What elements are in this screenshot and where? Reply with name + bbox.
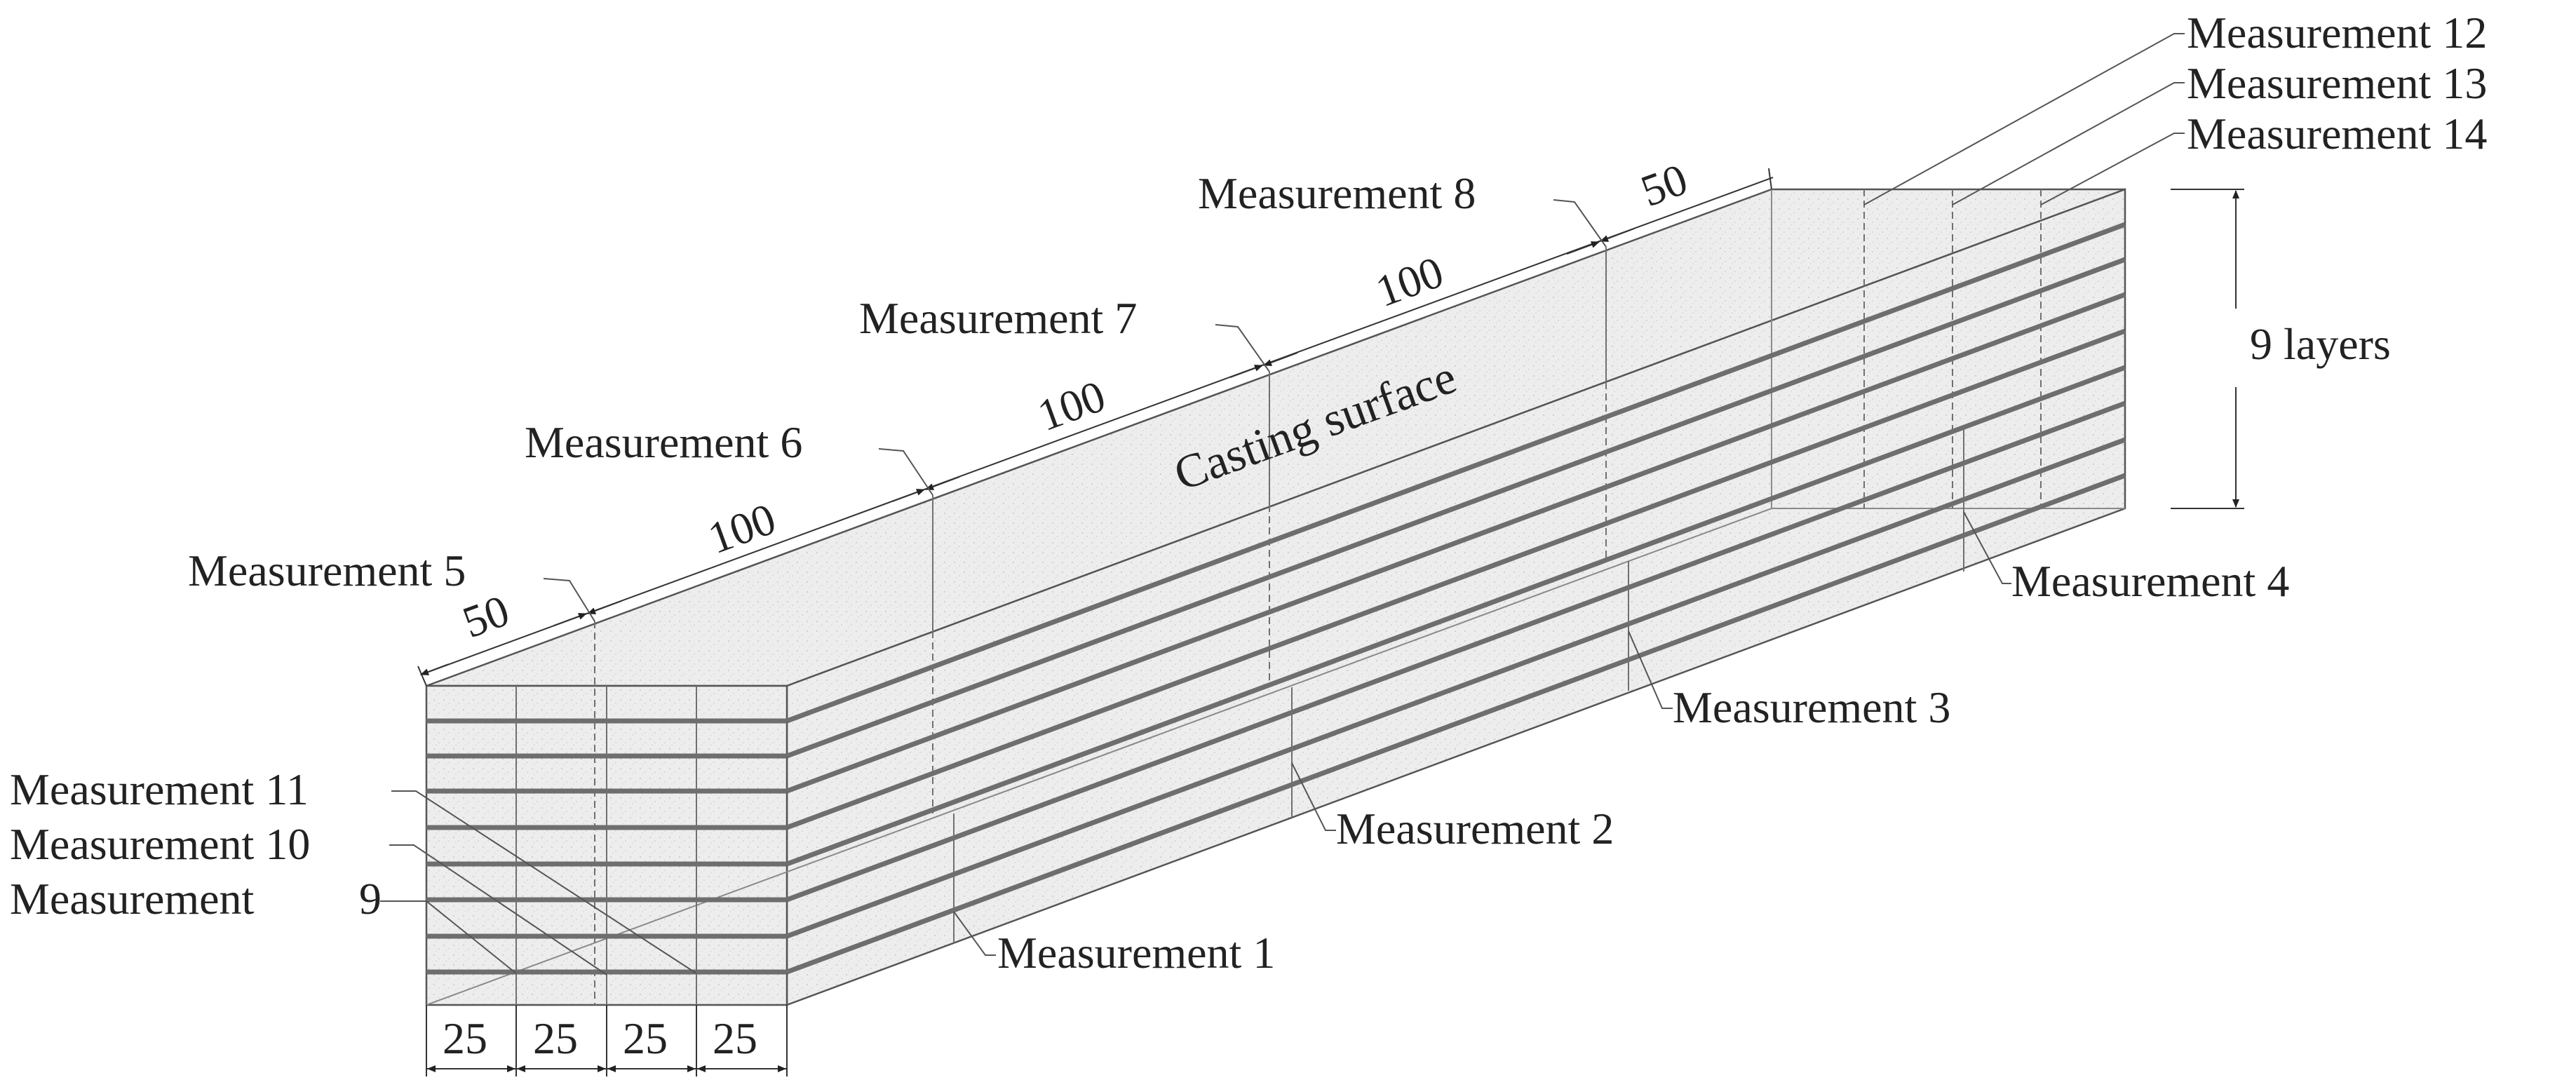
- dim-arrow-50-right: [1600, 228, 1635, 242]
- leader-measurement-4: [1963, 511, 2011, 584]
- label-measurement-10: Measurement 10: [10, 819, 310, 869]
- leader-measurement-12: [1863, 33, 2185, 205]
- leader-measurement-3: [1628, 630, 1673, 709]
- width-dimension: [426, 1005, 788, 1076]
- dim-label-25-1: 25: [443, 1013, 487, 1063]
- leader-measurement-7: [1215, 324, 1270, 372]
- dim-arrow-100-1: [891, 489, 925, 502]
- dim-label-100-3: 100: [1370, 247, 1450, 317]
- dim-arrow-100-3: [1263, 352, 1298, 366]
- layer-band-side: [785, 222, 2126, 724]
- length-dimension: [417, 168, 1774, 687]
- leader-measurement-10: [389, 844, 607, 975]
- layer-band-side: [785, 400, 2126, 903]
- label-measurement-8: Measurement 8: [1198, 168, 1476, 218]
- dim-arrow-100-2: [1229, 365, 1263, 378]
- dim-arrow-50-left: [553, 613, 587, 626]
- layer-band-side: [785, 437, 2126, 939]
- dim-label-100-2: 100: [1032, 371, 1112, 441]
- dim-label-25-3: 25: [623, 1013, 668, 1063]
- leader-measurement-2: [1291, 762, 1336, 831]
- dimension-line: [420, 177, 1774, 675]
- leader-measurement-6: [878, 448, 933, 496]
- dim-arrow-100-1: [587, 600, 622, 614]
- layer-band-side: [785, 257, 2126, 759]
- leader-measurement-14: [2040, 133, 2185, 205]
- label-measurement-6: Measurement 6: [525, 417, 802, 467]
- leader-measurement-8: [1553, 199, 1607, 248]
- leader-measurement-13: [1952, 82, 2185, 205]
- leader-measurement-1: [953, 911, 996, 956]
- specimen-body: [425, 188, 2126, 1006]
- leader-measurement-9: [380, 900, 517, 974]
- dim-label-50-right: 50: [1635, 154, 1694, 217]
- label-measurement-5: Measurement 5: [188, 546, 466, 595]
- dim-label-25-4: 25: [713, 1013, 757, 1063]
- dim-arrow-100-3: [1566, 241, 1600, 255]
- label-measurement-13: Measurement 13: [2187, 58, 2487, 108]
- extension-line: [417, 666, 427, 687]
- leader-lines: [380, 33, 2185, 975]
- label-measurement-9: Measurement: [10, 874, 255, 924]
- layers-dimension: [2171, 189, 2244, 509]
- layer-band-side: [785, 292, 2126, 794]
- dim-label-25-2: 25: [533, 1013, 578, 1063]
- leader-measurement-5: [543, 578, 595, 622]
- layers-label: 9 layers: [2250, 319, 2391, 369]
- section-lines: [515, 189, 2042, 1005]
- label-measurement-14: Measurement 14: [2187, 109, 2487, 158]
- layer-band-side: [785, 328, 2126, 830]
- label-measurement-2: Measurement 2: [1336, 804, 1614, 853]
- layer-band-side: [785, 365, 2126, 867]
- dim-label-100-1: 100: [702, 494, 782, 564]
- label-measurement-1: Measurement 1: [997, 928, 1275, 978]
- label-measurement-9-number: 9: [359, 874, 382, 924]
- leader-measurement-11: [391, 790, 697, 974]
- dim-arrow-100-2: [925, 476, 960, 490]
- label-measurement-11: Measurement 11: [10, 764, 309, 814]
- dim-arrow-50-left: [420, 663, 450, 675]
- label-measurement-12: Measurement 12: [2187, 8, 2487, 58]
- layer-band-side: [785, 473, 2126, 975]
- label-measurement-7: Measurement 7: [859, 293, 1137, 343]
- label-measurement-3: Measurement 3: [1673, 682, 1950, 732]
- label-measurement-4: Measurement 4: [2011, 556, 2289, 606]
